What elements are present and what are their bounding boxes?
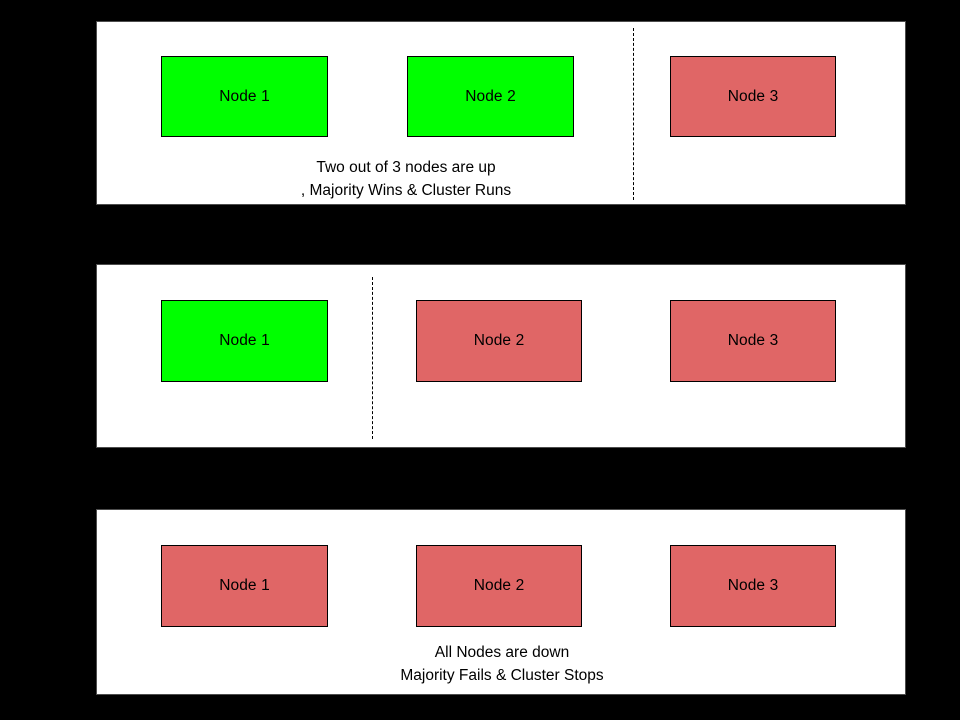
cluster-scenario-panel-1: Node 1 Node 2 Node 3 Two out of 3 nodes … [96,21,906,205]
cluster-scenario-panel-3: Node 1 Node 2 Node 3 All Nodes are down … [96,509,906,695]
node-label: Node 2 [473,332,525,350]
node-box-panel3-node1[interactable]: Node 1 [161,545,328,627]
caption-line-2: , Majority Wins & Cluster Runs [300,182,512,199]
partition-divider-panel-2 [372,277,373,439]
node-box-panel2-node2[interactable]: Node 2 [416,300,582,382]
node-box-panel3-node3[interactable]: Node 3 [670,545,836,627]
caption-line-2: Majority Fails & Cluster Stops [400,667,604,684]
caption-line-1: Two out of 3 nodes are up [316,159,496,176]
node-box-panel2-node1[interactable]: Node 1 [161,300,328,382]
node-box-panel1-node1[interactable]: Node 1 [161,56,328,137]
panel-1-caption: Two out of 3 nodes are up , Majority Win… [97,156,907,202]
panel-3-caption: All Nodes are down Majority Fails & Clus… [97,641,907,687]
node-box-panel1-node3[interactable]: Node 3 [670,56,836,137]
node-label: Node 3 [727,577,779,595]
node-box-panel3-node2[interactable]: Node 2 [416,545,582,627]
node-label: Node 3 [727,87,779,105]
node-label: Node 3 [727,332,779,350]
caption-line-1: All Nodes are down [434,644,570,661]
node-label: Node 1 [219,577,270,595]
node-label: Node 1 [219,332,270,350]
partition-divider-panel-1 [633,28,634,200]
node-box-panel2-node3[interactable]: Node 3 [670,300,836,382]
node-label: Node 2 [465,87,516,105]
node-box-panel1-node2[interactable]: Node 2 [407,56,574,137]
cluster-scenario-panel-2: Node 1 Node 2 Node 3 Two out of 3 nodes … [96,264,906,693]
node-label: Node 1 [219,87,270,105]
node-label: Node 2 [473,577,525,595]
